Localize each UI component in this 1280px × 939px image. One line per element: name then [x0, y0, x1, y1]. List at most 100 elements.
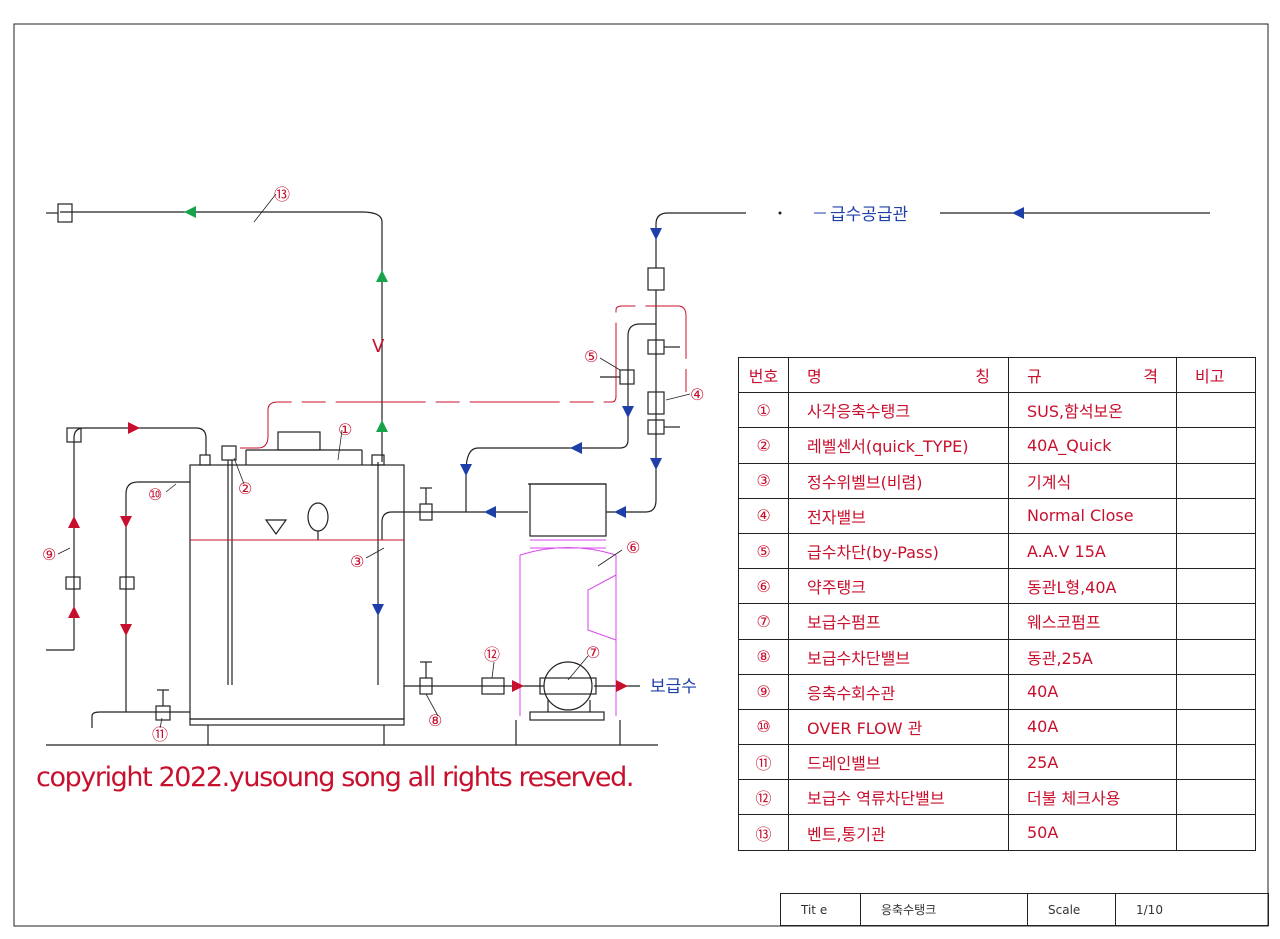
row-no: ⑦	[738, 603, 789, 640]
title-value: 응축수탱크	[860, 893, 1028, 926]
level-sensor	[221, 445, 237, 461]
feed-tank	[529, 483, 607, 537]
row-spec: 25A	[1008, 744, 1177, 781]
title-block-row: Tit e 응축수탱크 Scale 1/10	[780, 893, 1269, 926]
flow-arrow	[650, 228, 662, 240]
row-name: 보급수펌프	[788, 603, 1009, 640]
callout-3: ③	[350, 552, 364, 571]
row-name: 벤트,통기관	[788, 814, 1009, 851]
flow-arrow	[512, 680, 524, 692]
check-valve	[481, 677, 505, 695]
flow-arrow	[120, 624, 132, 636]
row-spec: SUS,함석보온	[1008, 392, 1177, 429]
supply-line-label: 급수공급관	[830, 205, 908, 225]
row-note	[1176, 392, 1256, 429]
float-ball	[307, 502, 329, 532]
callout-10: ⑩	[148, 485, 162, 504]
callout-6: ⑥	[626, 538, 640, 557]
drain-pipe	[91, 711, 190, 728]
water-level-symbol	[264, 519, 288, 536]
header-note: 비고	[1176, 356, 1256, 394]
vent-marker: V	[372, 336, 385, 357]
callout-5: ⑤	[584, 347, 598, 366]
tank-handle	[277, 431, 321, 451]
makeup-water-label: 보급수	[650, 677, 697, 697]
callout-4: ④	[690, 385, 704, 404]
flow-arrow	[622, 406, 634, 418]
row-note	[1176, 744, 1256, 781]
callout-2: ②	[238, 479, 252, 498]
condensate-tank	[189, 464, 405, 720]
row-name: 응축수회수관	[788, 673, 1009, 710]
row-name: 급수차단(by-Pass)	[788, 532, 1009, 570]
header-spec-b: 격	[1143, 367, 1158, 387]
row-spec: 50A	[1008, 814, 1177, 851]
row-no: ⑧	[738, 638, 789, 675]
row-no: ⑥	[738, 568, 789, 605]
row-no: ⑬	[738, 814, 789, 851]
row-no: ⑩	[738, 708, 789, 746]
flow-arrow	[372, 604, 384, 616]
supply-header	[655, 212, 746, 268]
scale-label: Scale	[1027, 893, 1116, 926]
row-name: 약주탱크	[788, 568, 1009, 605]
callout-7: ⑦	[586, 643, 600, 662]
flow-arrow	[120, 516, 132, 528]
row-no: ⑪	[738, 744, 789, 781]
header-name-b: 칭	[975, 367, 990, 387]
flow-arrow	[616, 680, 628, 692]
flow-arrow	[650, 458, 662, 470]
row-note	[1176, 779, 1256, 816]
scale-value: 1/10	[1115, 893, 1269, 926]
flow-arrow	[68, 516, 80, 528]
row-note	[1176, 603, 1256, 640]
header-no: 번호	[738, 356, 789, 394]
tank-base	[189, 718, 405, 726]
row-no: ⑫	[738, 779, 789, 816]
row-no: ③	[738, 462, 789, 499]
flow-arrow	[614, 506, 626, 518]
header-spec-a: 규	[1027, 367, 1042, 387]
row-spec: A.A.V 15A	[1008, 532, 1177, 570]
row-spec: 40A_Quick	[1008, 427, 1177, 464]
condensate-return-pipe	[73, 427, 207, 650]
row-name: 보급수 역류차단밸브	[788, 779, 1009, 816]
row-name: 레벨센서(quick_TYPE)	[788, 427, 1009, 464]
row-spec: 웨스코펌프	[1008, 603, 1177, 640]
flow-arrow	[376, 420, 388, 432]
overflow-pipe	[125, 481, 190, 712]
callout-11: ⑪	[152, 725, 168, 744]
vent-pipe	[60, 211, 383, 462]
callout-9: ⑨	[42, 545, 56, 564]
row-name: 보급수차단밸브	[788, 638, 1009, 675]
flow-arrow	[184, 206, 196, 218]
makeup-pump	[543, 661, 593, 711]
row-name: OVER FLOW 관	[788, 708, 1009, 746]
row-spec: 기계식	[1008, 462, 1177, 499]
drawing-border	[13, 23, 1269, 927]
flow-arrow	[68, 606, 80, 618]
flow-arrow	[128, 422, 140, 434]
vent-cap	[57, 203, 73, 223]
row-spec: 동관L형,40A	[1008, 568, 1177, 605]
flow-arrow	[1012, 207, 1024, 219]
chemical-tank-outline	[519, 547, 617, 716]
row-note	[1176, 427, 1256, 464]
header-name-a: 명	[807, 367, 822, 387]
control-signal-line	[240, 305, 687, 449]
row-no: ②	[738, 427, 789, 464]
